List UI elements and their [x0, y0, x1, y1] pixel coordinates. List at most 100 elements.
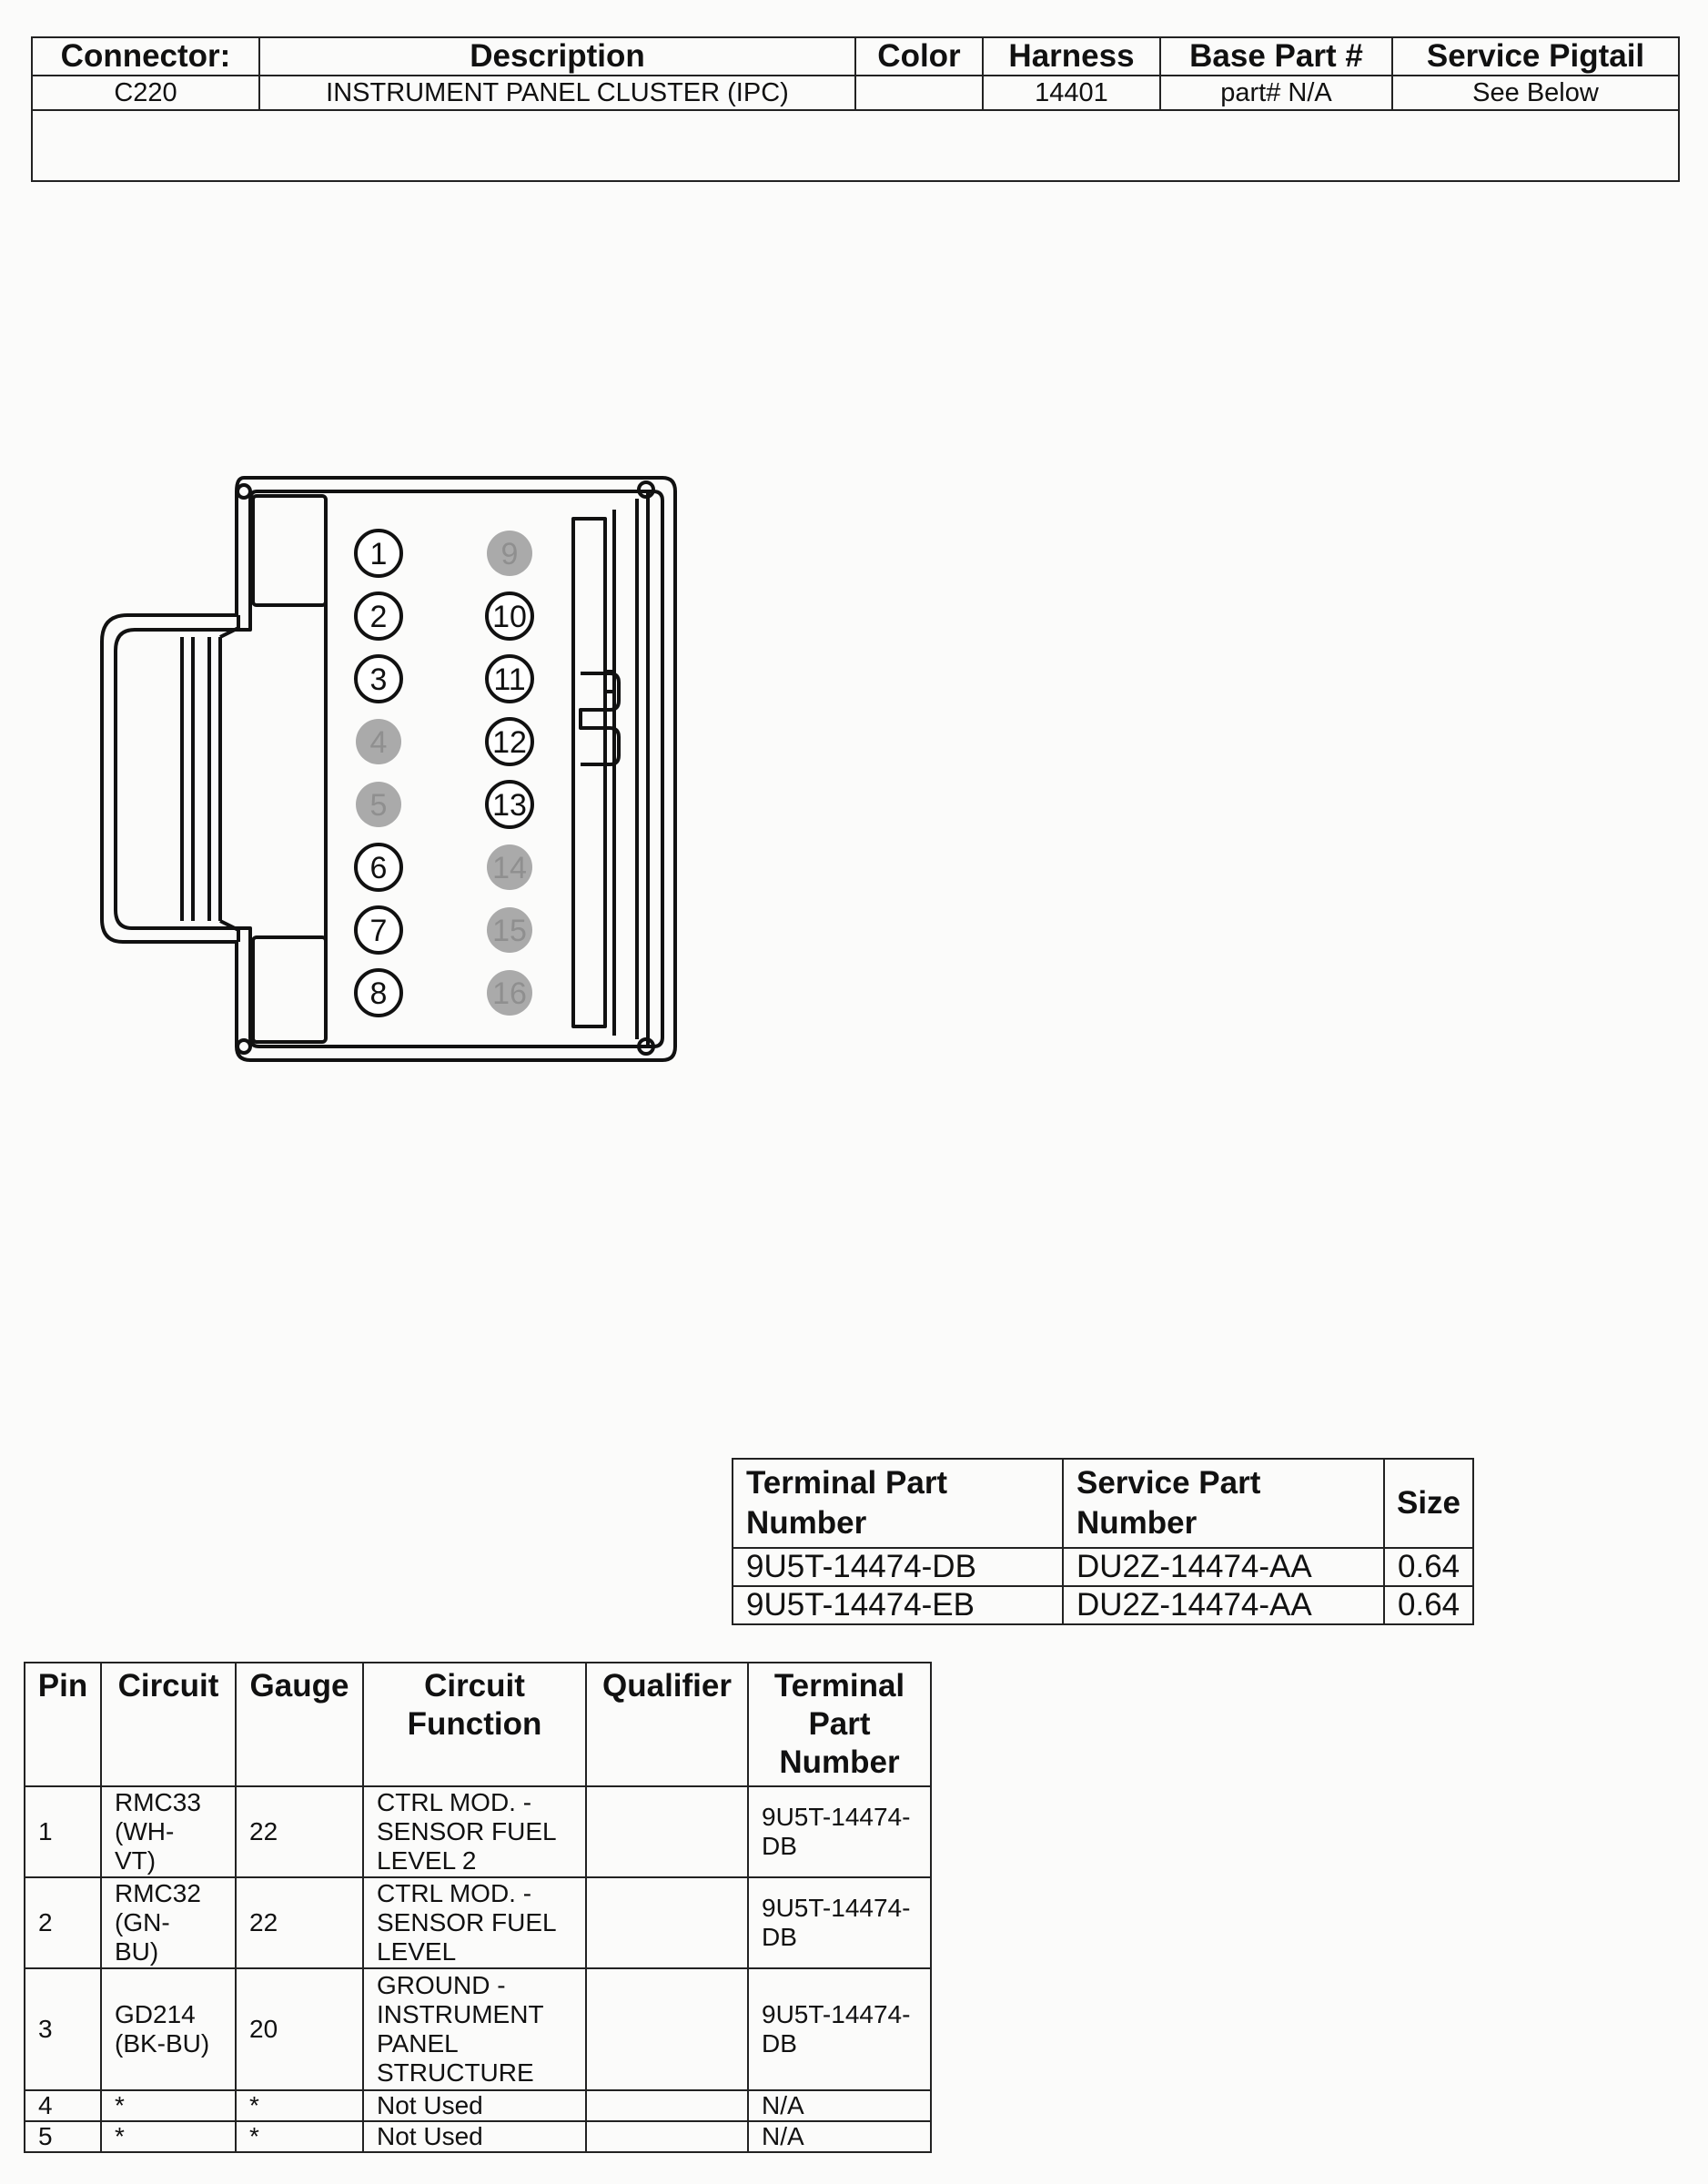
terminal-part-number: 9U5T-14474-DB — [732, 1547, 1064, 1587]
pin-circuit-function: CTRL MOD. - SENSOR FUEL LEVEL — [362, 1876, 587, 1969]
blank-row — [31, 109, 1680, 182]
pin-qualifier — [585, 1876, 749, 1969]
pin-terminal-part: N/A — [747, 2120, 932, 2153]
pin-14-circle — [487, 844, 532, 890]
pin-11-circle — [485, 654, 534, 703]
header-base-part: Base Part # — [1159, 36, 1393, 76]
pin-number: 2 — [24, 1876, 102, 1969]
pin-row: 1 RMC33 (WH- VT) 22 CTRL MOD. - SENSOR F… — [24, 1785, 932, 1878]
pin-gauge: * — [235, 2089, 364, 2122]
pin-number: 1 — [24, 1785, 102, 1878]
pin-7-circle — [354, 905, 403, 955]
terminal-row: 9U5T-14474-DB DU2Z-14474-AA 0.64 — [732, 1547, 1474, 1587]
pin-circuit-function: Not Used — [362, 2120, 587, 2153]
terminal-table-header: Terminal Part Number Service Part Number… — [732, 1458, 1474, 1549]
header-pin: Pin — [24, 1662, 102, 1787]
pin-row: 4 * * Not Used N/A — [24, 2089, 932, 2122]
pin-10-circle — [485, 592, 534, 641]
pin-number: 4 — [24, 2089, 102, 2122]
pin-12-label: 12 — [492, 725, 527, 760]
pin-column-right: 9 10 11 12 13 14 15 16 — [485, 531, 534, 1016]
pin-row: 3 GD214 (BK-BU) 20 GROUND - INSTRUMENT P… — [24, 1967, 932, 2091]
pin-15-label: 15 — [492, 914, 527, 948]
pin-gauge: 22 — [235, 1785, 364, 1878]
pin-1-label: 1 — [370, 537, 388, 571]
pin-3-circle — [354, 654, 403, 703]
pin-13-circle — [485, 780, 534, 829]
header-terminal-part-number: Terminal Part Number — [747, 1662, 932, 1787]
header-row: Connector: Description Color Harness Bas… — [31, 36, 1680, 76]
pin-1-circle — [354, 529, 403, 578]
header-harness: Harness — [982, 36, 1161, 76]
pin-11-label: 11 — [493, 662, 525, 697]
header-terminal-part-number: Terminal Part Number — [732, 1458, 1064, 1549]
terminal-part-table: Terminal Part Number Service Part Number… — [732, 1458, 1474, 1625]
pin-circuit-function: Not Used — [362, 2089, 587, 2122]
pin-2-label: 2 — [370, 600, 388, 634]
header-gauge: Gauge — [235, 1662, 364, 1787]
pin-gauge: 20 — [235, 1967, 364, 2091]
pin-15-circle — [487, 907, 532, 953]
pin-row: 5 * * Not Used N/A — [24, 2120, 932, 2153]
pin-6-circle — [354, 843, 403, 892]
pin-circuit: * — [100, 2120, 237, 2153]
terminal-row: 9U5T-14474-EB DU2Z-14474-AA 0.64 — [732, 1585, 1474, 1625]
header-size: Size — [1383, 1458, 1474, 1549]
connector-description: INSTRUMENT PANEL CLUSTER (IPC) — [258, 75, 856, 111]
pin-14-label: 14 — [492, 851, 527, 885]
pin-13-label: 13 — [492, 788, 527, 823]
terminal-size: 0.64 — [1383, 1547, 1474, 1587]
pin-qualifier — [585, 1967, 749, 2091]
pin-row: 2 RMC32 (GN- BU) 22 CTRL MOD. - SENSOR F… — [24, 1876, 932, 1969]
connector-color — [854, 75, 984, 111]
pin-circuit-table: Pin Circuit Gauge Circuit Function Quali… — [24, 1662, 932, 2153]
pin-4-label: 4 — [370, 725, 388, 760]
pin-10-label: 10 — [492, 600, 527, 634]
connector-harness: 14401 — [982, 75, 1161, 111]
pin-terminal-part: 9U5T-14474- DB — [747, 1967, 932, 2091]
connector-info-row: C220 INSTRUMENT PANEL CLUSTER (IPC) 1440… — [31, 75, 1680, 111]
header-circuit-function: Circuit Function — [362, 1662, 587, 1787]
header-color: Color — [854, 36, 984, 76]
connector-housing — [100, 476, 677, 1062]
pin-terminal-part: 9U5T-14474- DB — [747, 1785, 932, 1878]
blank-cell — [31, 109, 1680, 182]
pin-5-label: 5 — [370, 788, 388, 823]
pin-8-label: 8 — [370, 976, 388, 1011]
pin-4-circle — [356, 719, 401, 764]
pin-qualifier — [585, 1785, 749, 1878]
pin-6-label: 6 — [370, 851, 388, 885]
pin-9-circle — [487, 531, 532, 576]
pin-circuit: * — [100, 2089, 237, 2122]
pin-column-left: 1 2 3 4 5 6 7 8 — [354, 529, 403, 1017]
pin-8-circle — [354, 968, 403, 1017]
service-part-number: DU2Z-14474-AA — [1062, 1585, 1385, 1625]
terminal-size: 0.64 — [1383, 1585, 1474, 1625]
pin-circuit-function: CTRL MOD. - SENSOR FUEL LEVEL 2 — [362, 1785, 587, 1878]
header-description: Description — [258, 36, 856, 76]
pin-circuit: RMC33 (WH- VT) — [100, 1785, 237, 1878]
pin-5-circle — [356, 782, 401, 827]
pin-gauge: * — [235, 2120, 364, 2153]
pin-table-header: Pin Circuit Gauge Circuit Function Quali… — [24, 1662, 932, 1787]
header-service-pigtail: Service Pigtail — [1391, 36, 1680, 76]
pin-3-label: 3 — [370, 662, 388, 697]
pin-12-circle — [485, 717, 534, 766]
pin-9-label: 9 — [501, 537, 519, 571]
pin-16-label: 16 — [492, 976, 527, 1011]
connector-id: C220 — [31, 75, 260, 111]
connector-header-table: Connector: Description Color Harness Bas… — [31, 36, 1680, 182]
pin-terminal-part: 9U5T-14474- DB — [747, 1876, 932, 1969]
pin-7-label: 7 — [370, 914, 388, 948]
header-qualifier: Qualifier — [585, 1662, 749, 1787]
pin-number: 5 — [24, 2120, 102, 2153]
header-service-part-number: Service Part Number — [1062, 1458, 1385, 1549]
service-part-number: DU2Z-14474-AA — [1062, 1547, 1385, 1587]
pin-qualifier — [585, 2120, 749, 2153]
connector-service-pigtail: See Below — [1391, 75, 1680, 111]
terminal-part-number: 9U5T-14474-EB — [732, 1585, 1064, 1625]
header-circuit: Circuit — [100, 1662, 237, 1787]
pin-16-circle — [487, 970, 532, 1016]
pin-number: 3 — [24, 1967, 102, 2091]
